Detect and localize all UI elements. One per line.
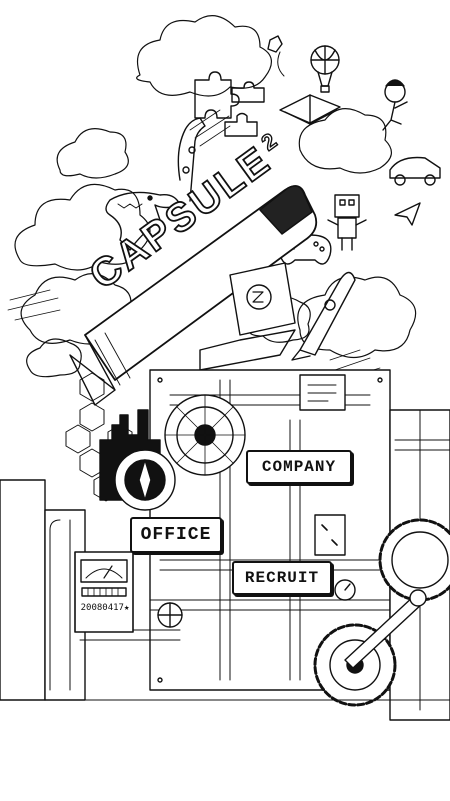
capsule-logo bbox=[69, 185, 318, 406]
control-panel bbox=[299, 374, 346, 411]
meter-reading: 20080417★ bbox=[80, 603, 130, 613]
gear-wheel-left bbox=[114, 449, 176, 511]
office-sign-label: OFFICE bbox=[140, 525, 212, 545]
hot-air-balloon-icon bbox=[310, 45, 340, 93]
cloud-cluster bbox=[7, 15, 417, 381]
valve-wheel bbox=[157, 602, 183, 628]
puzzle-pieces-icon bbox=[194, 71, 265, 137]
giraffe-icon bbox=[177, 117, 206, 202]
rocket-icon bbox=[291, 271, 356, 361]
flying-boy-icon bbox=[382, 79, 408, 131]
pressure-gauge bbox=[334, 579, 356, 601]
laptop-icon bbox=[199, 262, 296, 371]
recruit-sign-button[interactable]: RECRUIT bbox=[232, 561, 332, 595]
gear-cog-right bbox=[378, 518, 450, 602]
toy-car-icon bbox=[389, 156, 441, 186]
dinosaur-icon bbox=[105, 191, 181, 251]
crank-arm bbox=[344, 589, 427, 669]
switch-panel bbox=[314, 514, 346, 556]
gear-wheel-center bbox=[164, 394, 246, 476]
star-kite-icon bbox=[267, 35, 285, 77]
company-sign-button[interactable]: COMPANY bbox=[246, 450, 352, 484]
company-sign-label: COMPANY bbox=[261, 458, 337, 476]
open-book-icon bbox=[279, 94, 341, 125]
paper-plane-icon bbox=[394, 202, 421, 226]
recruit-sign-label: RECRUIT bbox=[244, 569, 320, 587]
meter-box bbox=[74, 551, 134, 633]
robot-icon bbox=[327, 194, 367, 251]
office-sign-button[interactable]: OFFICE bbox=[130, 517, 222, 553]
